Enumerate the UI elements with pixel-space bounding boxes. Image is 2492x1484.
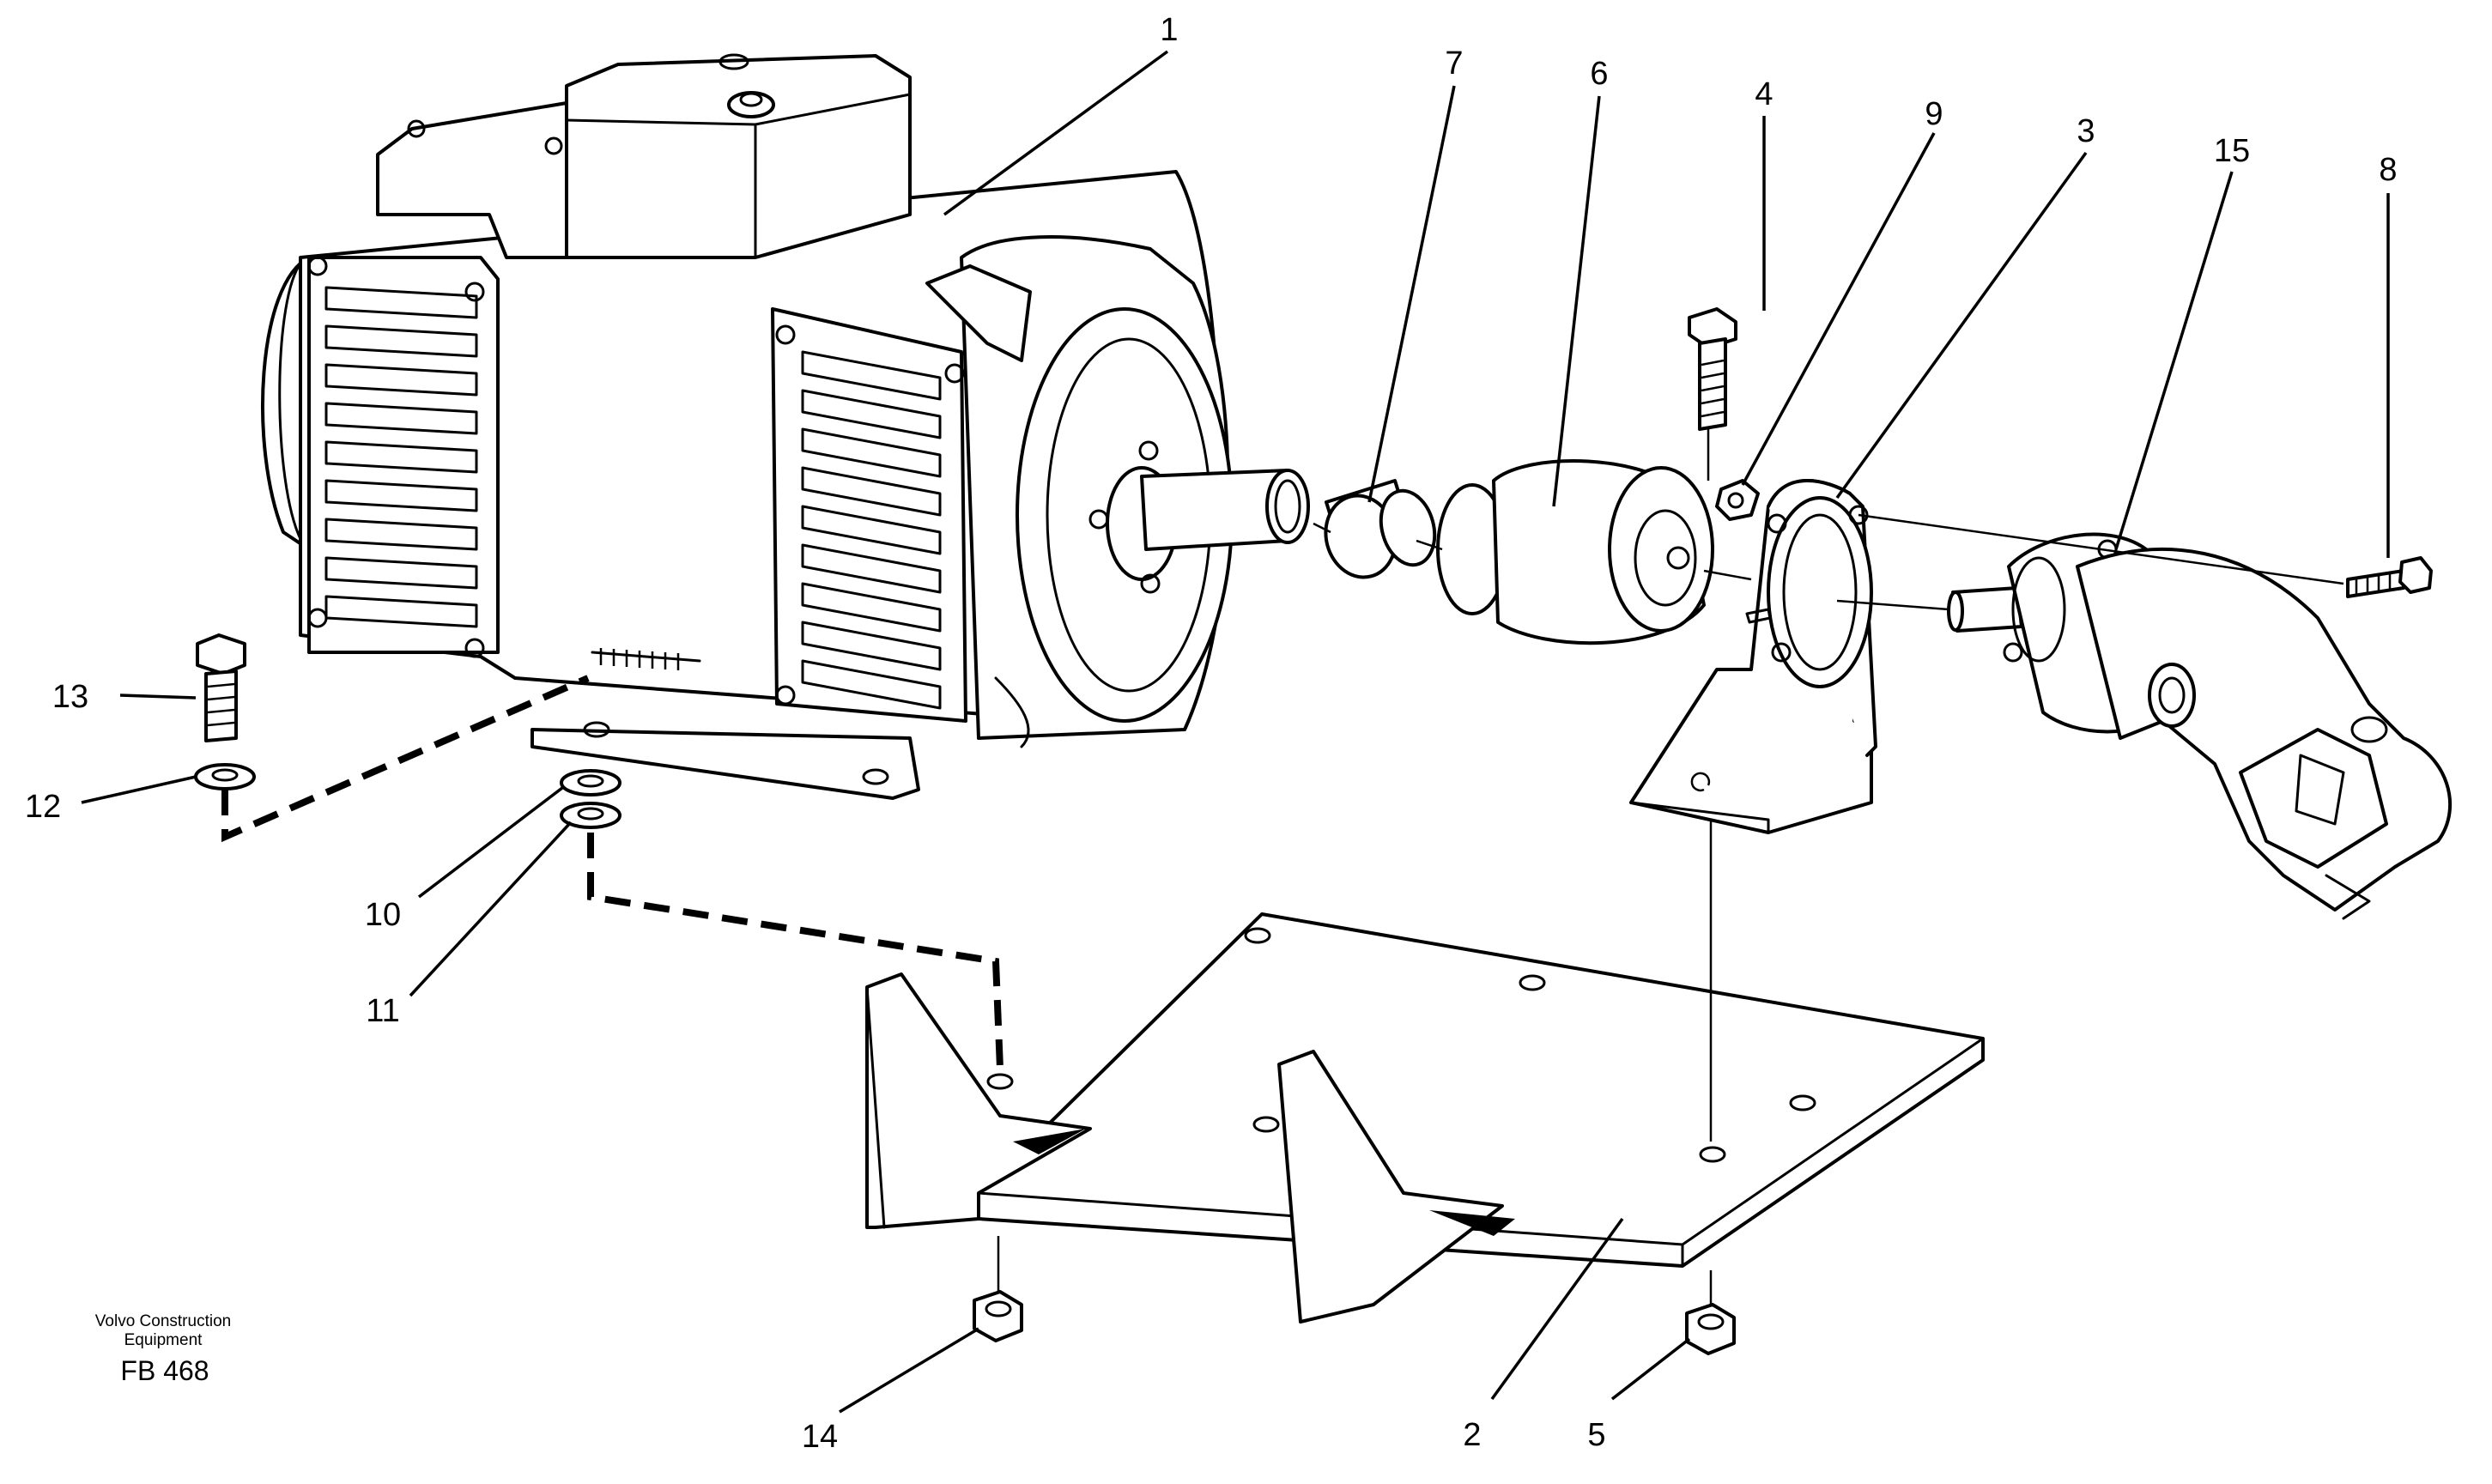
callout-15: 15	[2214, 133, 2250, 169]
part-3-pump-bracket	[1629, 479, 1877, 834]
assembly-lines	[221, 429, 2344, 1305]
part-8-screw	[2346, 556, 2433, 598]
part-11-washer	[560, 802, 621, 829]
callout-6: 6	[1590, 56, 1608, 92]
part-1-generator	[261, 53, 1310, 800]
callout-10: 10	[365, 897, 401, 933]
callout-7: 7	[1445, 45, 1463, 82]
callout-12: 12	[25, 789, 61, 825]
front-louvres	[801, 350, 942, 710]
callout-3: 3	[2077, 113, 2095, 149]
callout-9: 9	[1925, 96, 1943, 132]
company-name-line-2: Equipment	[124, 1331, 203, 1349]
part-15-hydraulic-pump	[1947, 532, 2453, 920]
part-2-base-plate	[865, 912, 1985, 1323]
part-9-nut	[1715, 479, 1760, 521]
part-14-nut	[973, 1290, 1023, 1342]
part-12-washer	[194, 763, 256, 790]
leader-lines	[81, 50, 2390, 1414]
callout-2: 2	[1463, 1417, 1481, 1453]
part-6-coupling	[1436, 459, 1714, 645]
callout-4: 4	[1755, 76, 1773, 112]
callout-numbers: 1 7 6 4 9 3 15 8 13 12 10 11 14 2 5	[25, 12, 2398, 1455]
part-7-sleeve	[1324, 479, 1437, 579]
callout-5: 5	[1587, 1417, 1605, 1453]
callout-13: 13	[52, 679, 88, 715]
callout-1: 1	[1160, 12, 1178, 48]
callout-14: 14	[802, 1419, 838, 1455]
part-4-bolt	[1688, 307, 1737, 431]
part-10-washer	[560, 769, 621, 797]
drawing-caption: Volvo Construction Equipment FB 468	[95, 1312, 231, 1386]
callout-11: 11	[366, 993, 399, 1029]
callout-8: 8	[2379, 152, 2397, 188]
part-5-nut	[1685, 1303, 1736, 1355]
rear-louvres	[324, 286, 478, 628]
part-13-bolt	[196, 633, 246, 742]
company-name-line-1: Volvo Construction	[95, 1312, 231, 1330]
drawing-code: FB 468	[120, 1355, 209, 1386]
